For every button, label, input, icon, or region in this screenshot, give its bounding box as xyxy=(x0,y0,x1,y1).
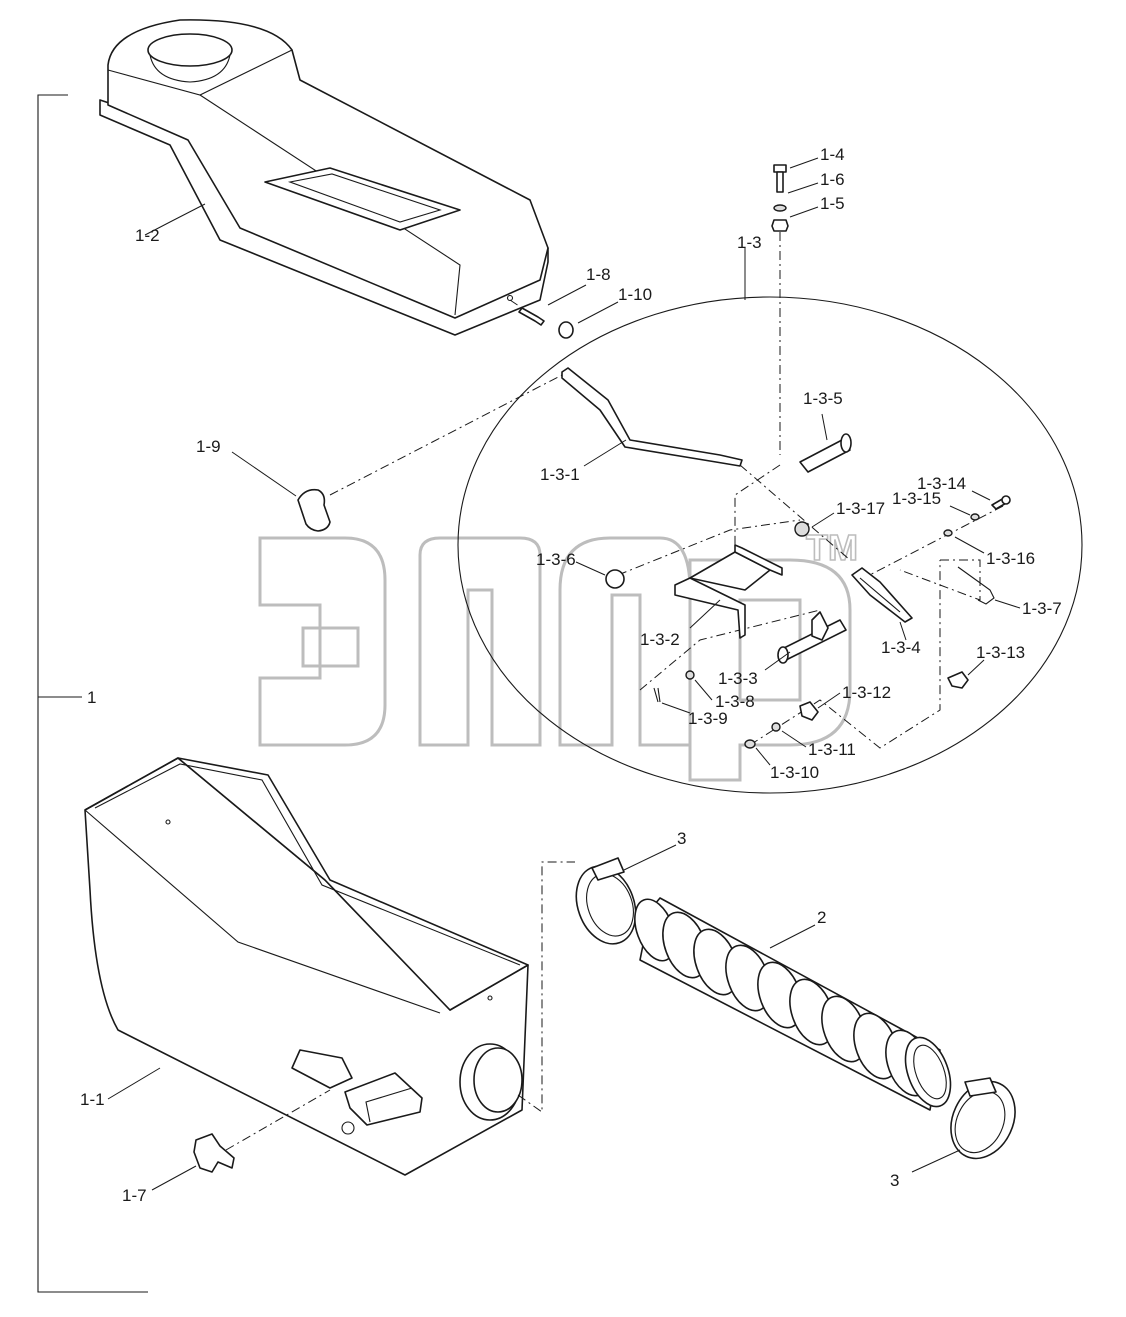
washer-part-1-3-15 xyxy=(970,513,980,521)
callout-1-3-6: 1-3-6 xyxy=(536,550,576,569)
callout-1-5: 1-5 xyxy=(820,194,845,213)
lever-part-1-3-1 xyxy=(329,367,743,496)
callout-1-6: 1-6 xyxy=(820,170,845,189)
callout-1-3: 1-3 xyxy=(737,233,762,252)
cap-part-1-10 xyxy=(558,321,574,339)
spring-part-1-3-7 xyxy=(957,566,995,605)
callout-1-2: 1-2 xyxy=(135,226,160,245)
callout-3-bottom: 3 xyxy=(890,1171,899,1190)
screw-part-1-8 xyxy=(509,299,545,326)
callout-1-8: 1-8 xyxy=(586,265,611,284)
cotter-pin-part-1-3-9 xyxy=(653,687,661,703)
shaft-part-1-3-3 xyxy=(777,611,847,664)
callout-1-3-16: 1-3-16 xyxy=(986,549,1035,568)
bolt-part-1-4 xyxy=(773,164,787,193)
callout-1-3-5: 1-3-5 xyxy=(803,389,843,408)
plate-part-1-3-4 xyxy=(851,567,913,623)
clip-part-1-3-13 xyxy=(947,671,969,689)
hose-part-2 xyxy=(634,897,952,1111)
callout-1-3-15: 1-3-15 xyxy=(892,489,941,508)
callout-1-3-13: 1-3-13 xyxy=(976,643,1025,662)
sensor-part-1-7 xyxy=(193,1089,331,1173)
callout-1-3-3: 1-3-3 xyxy=(718,669,758,688)
cover-part-1-2 xyxy=(99,19,549,336)
clamp-part-3-top xyxy=(575,857,637,945)
callout-1-3-1: 1-3-1 xyxy=(540,465,580,484)
nut-part-1-5 xyxy=(771,219,789,232)
callout-2: 2 xyxy=(817,908,826,927)
callout-1-3-17: 1-3-17 xyxy=(836,499,885,518)
nut-part-1-3-10 xyxy=(744,739,756,749)
housing-part-1-1 xyxy=(84,757,529,1176)
callout-1-3-2: 1-3-2 xyxy=(640,630,680,649)
assembly-bracket: 1 xyxy=(37,94,148,1293)
bracket-part-1-3-2 xyxy=(674,544,783,639)
detail-ellipse-1-3 xyxy=(457,296,1083,794)
callout-1-9: 1-9 xyxy=(196,437,221,456)
callout-1-3-9: 1-3-9 xyxy=(688,709,728,728)
callout-1-4: 1-4 xyxy=(820,145,845,164)
callout-1-3-12: 1-3-12 xyxy=(842,683,891,702)
callout-1-3-11: 1-3-11 xyxy=(808,740,856,759)
callout-1-3-4: 1-3-4 xyxy=(881,638,921,657)
washer-part-1-6 xyxy=(773,204,787,212)
clamp-part-3-bottom xyxy=(950,1077,1016,1160)
clip-part-1-3-12 xyxy=(799,701,819,721)
pin-part-1-3-5 xyxy=(799,433,852,473)
callout-1-3-10: 1-3-10 xyxy=(770,763,819,782)
callout-3-top: 3 xyxy=(677,829,686,848)
callout-1-3-7: 1-3-7 xyxy=(1022,599,1062,618)
washer-part-1-3-11 xyxy=(771,722,781,732)
callout-1-10: 1-10 xyxy=(618,285,652,304)
watermark-logo: TM xyxy=(258,526,859,782)
knob-part-1-9 xyxy=(297,488,331,532)
nut-part-1-3-16 xyxy=(943,529,953,537)
callout-1-3-8: 1-3-8 xyxy=(715,692,755,711)
callout-1-3-14: 1-3-14 xyxy=(917,474,966,493)
oring-part-1-3-6 xyxy=(605,569,625,589)
callout-1: 1 xyxy=(87,688,96,707)
bushing-part-1-3-17 xyxy=(794,521,810,537)
bolt-part-1-3-14 xyxy=(991,495,1011,510)
watermark-tm: TM xyxy=(806,527,858,568)
callout-1-7: 1-7 xyxy=(122,1186,147,1205)
washer-part-1-3-8 xyxy=(685,670,695,680)
callout-1-1: 1-1 xyxy=(80,1090,105,1109)
